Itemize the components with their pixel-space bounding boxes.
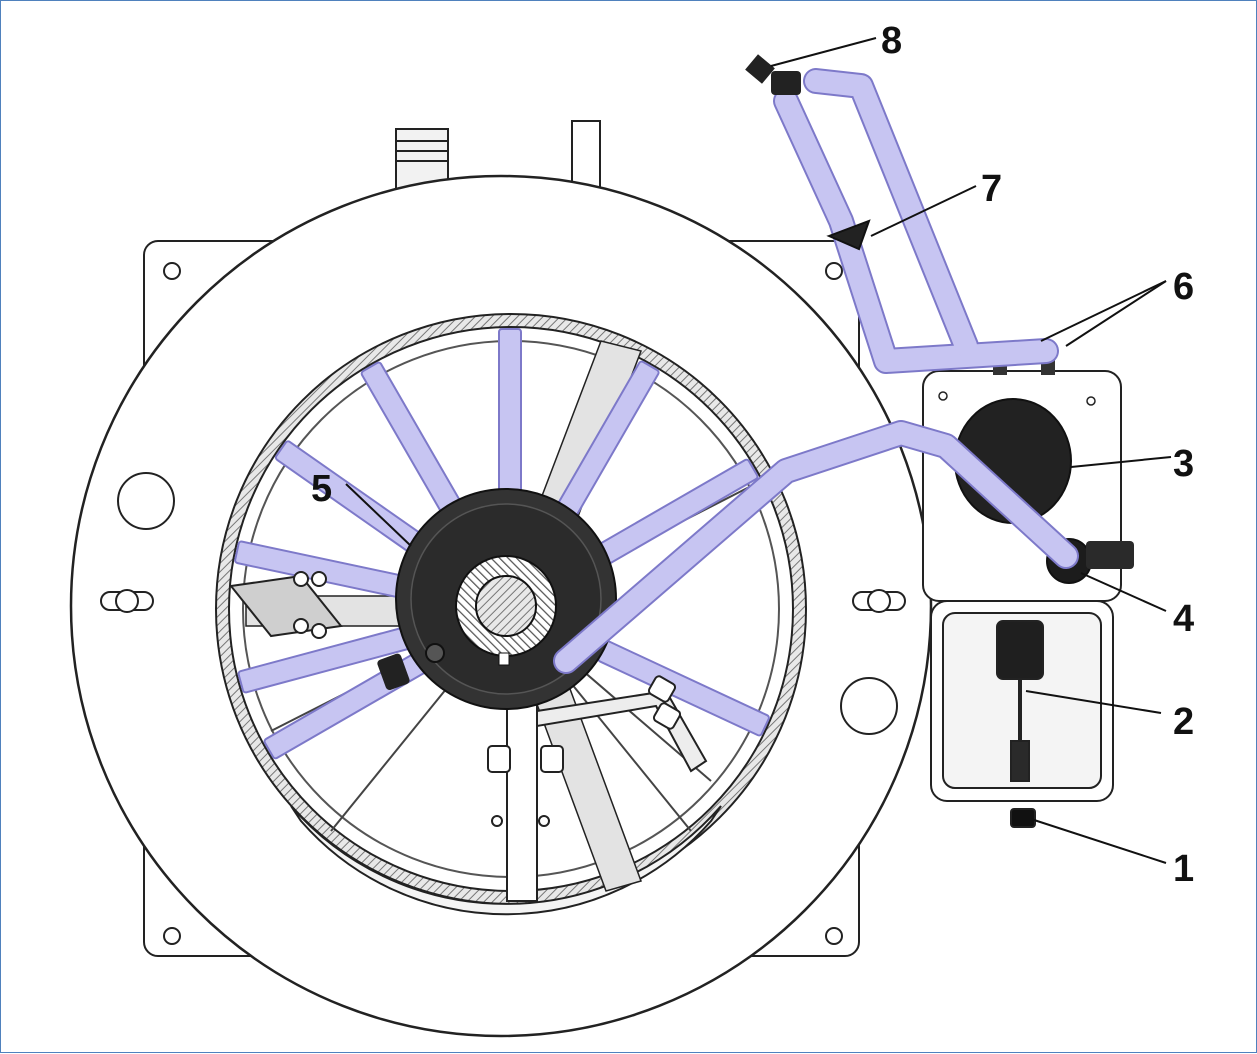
- callout-label-5: 5: [311, 468, 332, 510]
- valve-7: [826, 219, 871, 251]
- callout-label-3: 3: [1173, 443, 1194, 485]
- callout-label-7: 7: [981, 168, 1002, 210]
- rotor-blade: [234, 328, 770, 760]
- hub-key: [498, 652, 510, 666]
- flange-slot: [100, 589, 906, 613]
- callout-label-2: 2: [1173, 701, 1194, 743]
- fitting-8: [745, 54, 801, 95]
- mount-hole: [163, 927, 181, 945]
- hub-screw: [425, 643, 445, 663]
- box-screw: [938, 391, 948, 401]
- sensor-housing: [930, 600, 1114, 828]
- mount-hole: [825, 262, 843, 280]
- mount-bracket: [229, 571, 343, 639]
- drive-shaft: [475, 575, 537, 637]
- flange-hole: [117, 472, 175, 530]
- hub-clamp: [377, 653, 410, 691]
- callout-label-6: 6: [1173, 266, 1194, 308]
- tube-fill: [555, 70, 1077, 672]
- callout-label-8: 8: [881, 20, 902, 62]
- callout-label-4: 4: [1173, 598, 1194, 640]
- leader-line: [345, 37, 1172, 864]
- mount-hole: [163, 262, 181, 280]
- flange-hole: [840, 677, 898, 735]
- callout-label-1: 1: [1173, 848, 1194, 890]
- mount-hole: [825, 927, 843, 945]
- box-screw: [1086, 396, 1096, 406]
- lower-bracket: [487, 675, 708, 902]
